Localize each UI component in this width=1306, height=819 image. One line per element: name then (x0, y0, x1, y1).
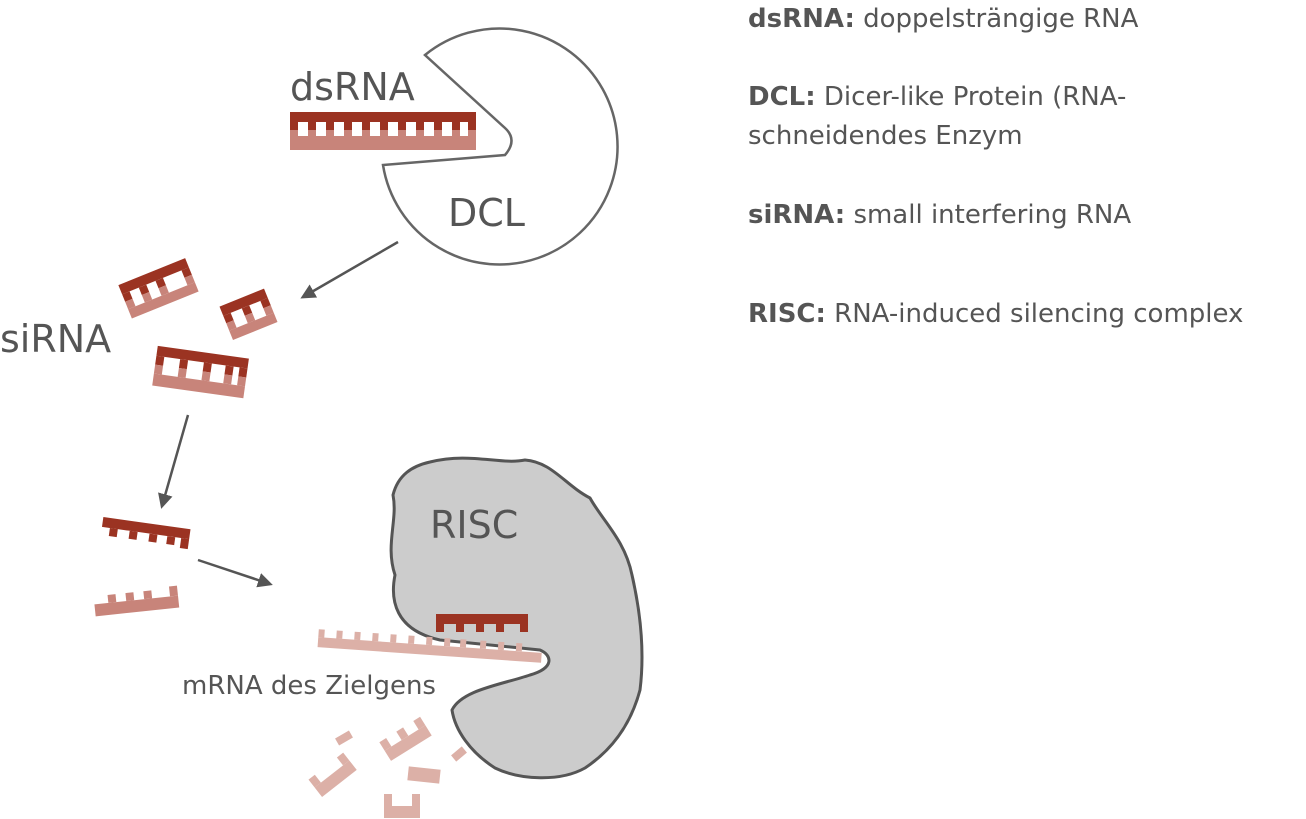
legend-term: RISC: (748, 299, 826, 329)
legend-term: dsRNA: (748, 4, 855, 34)
sirna-fragment-2 (219, 288, 278, 340)
legend-desc: doppelsträngige RNA (863, 4, 1139, 34)
target-mrna-strand (317, 629, 542, 663)
guide-strand-bound (436, 614, 528, 632)
mrna-label: mRNA des Zielgens (182, 671, 436, 701)
legend-item-sirna: siRNA: small interfering RNA (748, 196, 1304, 235)
legend-desc: RNA-induced silencing complex (834, 299, 1244, 329)
dsrna-label: dsRNA (290, 65, 415, 109)
legend-term: DCL: (748, 82, 816, 112)
sirna-fragment-3 (152, 345, 249, 399)
legend-item-dsrna: dsRNA: doppelsträngige RNA (748, 0, 1304, 39)
degraded-mrna-fragments (308, 716, 467, 818)
risc-label: RISC (430, 503, 518, 547)
passenger-strand (94, 585, 180, 617)
legend-desc: small interfering RNA (853, 200, 1132, 230)
legend-item-dcl: DCL: Dicer-like Protein (RNA-schneidende… (748, 78, 1304, 156)
dcl-label: DCL (448, 191, 525, 235)
sirna-label: siRNA (0, 317, 111, 361)
arrow-dcl-to-sirna (300, 240, 399, 299)
arrow-sirna-to-strands (158, 414, 190, 509)
guide-strand (101, 517, 191, 550)
dsrna-strand (290, 112, 476, 150)
arrow-strand-to-risc (197, 558, 273, 588)
legend-term: siRNA: (748, 200, 846, 230)
sirna-fragment-1 (118, 258, 199, 319)
legend-item-risc: RISC: RNA-induced silencing complex (748, 295, 1304, 334)
legend-desc: Dicer-like Protein (RNA-schneidendes Enz… (748, 82, 1127, 151)
dcl-enzyme-shape (381, 27, 619, 266)
